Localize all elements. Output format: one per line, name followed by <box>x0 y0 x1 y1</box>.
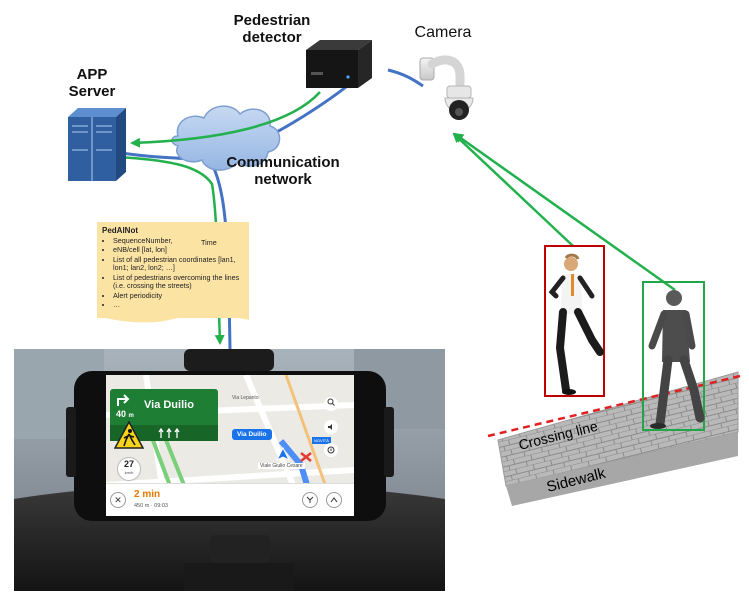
eta-time: 2 min <box>134 489 161 500</box>
pedestrian-walking-figure <box>648 290 705 429</box>
search-icon <box>327 398 335 406</box>
in-car-navigation-photo: 40 m Via Duilio 27 km/h Via Lepanto Via … <box>14 349 445 591</box>
detector-label-line2: detector <box>242 29 302 47</box>
lane-arrows-icon <box>158 427 180 438</box>
app-server-label-line2: Server <box>68 83 116 101</box>
detection-box-red <box>544 245 605 397</box>
new-badge: NOVITÀ <box>312 437 331 444</box>
network-label-line2: network <box>254 171 312 189</box>
detector-label-line1: Pedestrian <box>233 12 311 29</box>
map-turn-chip: Via Duilio <box>232 429 272 440</box>
communication-network-label: Communication network <box>208 154 358 189</box>
detection-flow-arrows <box>117 91 676 345</box>
route-options-button[interactable] <box>302 492 318 508</box>
pedestrian-detector-label: Pedestrian detector <box>212 12 332 47</box>
message-field-time: Time <box>201 238 217 247</box>
pedestrian-running-figure <box>548 253 604 395</box>
chevron-up-icon <box>330 497 338 503</box>
speaker-icon <box>328 424 332 430</box>
pedalnot-message-card: PedAlNot Time SequenceNumber, eNB/cell [… <box>97 222 249 318</box>
message-field: List of pedestrians overcoming the lines… <box>113 273 244 291</box>
turn-distance-value: 40 <box>116 409 127 419</box>
message-field: eNB/cell [lat, lon] <box>113 245 244 254</box>
speed-unit: km/h <box>124 470 134 475</box>
detection-box-green <box>642 281 705 431</box>
speed-value: 27 <box>123 459 134 469</box>
message-card-curl <box>97 316 249 323</box>
exit-navigation-button[interactable]: ✕ <box>110 492 126 508</box>
eta-details: 450 m · 09:03 <box>134 503 168 509</box>
map-street-label: Via Lepanto <box>232 395 259 401</box>
route-fork-icon <box>306 496 314 503</box>
turn-street-name: Via Duilio <box>144 399 194 411</box>
communication-cloud <box>171 105 281 171</box>
report-icon <box>327 446 335 454</box>
turn-right-arrow-icon <box>117 394 130 406</box>
message-field: SequenceNumber, <box>113 236 244 245</box>
pedestrian-warning-icon <box>114 421 144 449</box>
turn-distance: 40 m <box>116 409 134 419</box>
speed-indicator: 27 km/h <box>117 457 141 481</box>
map-search-button[interactable] <box>324 397 338 411</box>
camera-label: Camera <box>414 24 472 41</box>
app-server-label: APP Server <box>44 66 140 101</box>
map-sound-button[interactable] <box>324 420 338 434</box>
pedestrian-detector-icon <box>306 40 372 88</box>
message-field-list: SequenceNumber, eNB/cell [lat, lon] List… <box>102 236 244 310</box>
trip-summary-sheet: ✕ 2 min 450 m · 09:03 <box>106 483 354 516</box>
message-field: List of all pedestrian coordinates [lan1… <box>113 255 244 273</box>
message-field: Alert periodicity <box>113 291 244 300</box>
close-icon: ✕ <box>114 495 122 505</box>
turn-distance-unit: m <box>128 413 134 419</box>
sidewalk-pavement <box>487 371 741 506</box>
network-label-line1: Communication <box>226 154 340 171</box>
current-location-icon <box>276 447 290 461</box>
app-server-icon <box>68 108 126 181</box>
message-title: PedAlNot <box>102 226 138 235</box>
map-report-button[interactable] <box>324 443 338 457</box>
current-road-label: Viale Giulio Cesare <box>258 463 305 469</box>
turn-instruction-banner: 40 m Via Duilio <box>110 389 218 441</box>
camera-icon <box>419 55 474 120</box>
app-server-label-line1: APP <box>76 66 108 83</box>
expand-sheet-button[interactable] <box>326 492 342 508</box>
message-field: … <box>113 300 244 309</box>
